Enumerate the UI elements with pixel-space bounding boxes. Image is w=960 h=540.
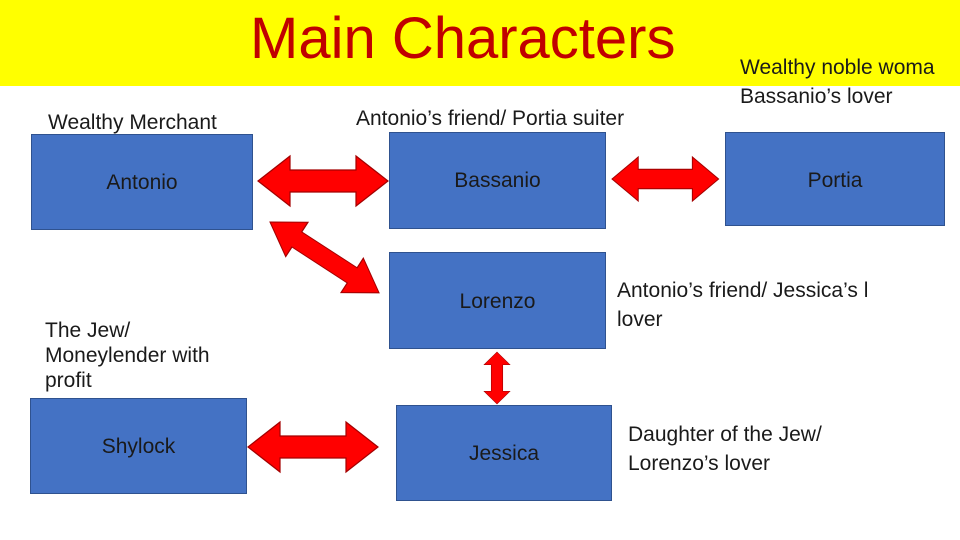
character-name-antonio: Antonio xyxy=(106,171,178,194)
character-box-bassanio: Bassanio xyxy=(389,132,606,229)
arrow-bassanio-portia xyxy=(611,156,720,202)
arrow-antonio-bassanio xyxy=(257,155,389,207)
lorenzo-caption-line1: Antonio’s friend/ Jessica’s l xyxy=(617,279,869,302)
title-bar xyxy=(0,0,960,86)
character-name-bassanio: Bassanio xyxy=(454,169,541,192)
bassanio-caption: Antonio’s friend/ Portia suiter xyxy=(356,107,625,130)
character-name-portia: Portia xyxy=(807,169,863,192)
character-box-lorenzo: Lorenzo xyxy=(389,252,606,349)
character-name-jessica: Jessica xyxy=(468,442,540,465)
character-name-lorenzo: Lorenzo xyxy=(459,290,536,313)
antonio-caption: Wealthy Merchant xyxy=(48,111,217,134)
shylock-caption: The Jew/ Moneylender with profit xyxy=(45,319,210,392)
portia-caption-line1: Wealthy noble woma xyxy=(740,56,935,79)
character-name-shylock: Shylock xyxy=(101,435,176,458)
lorenzo-caption-line2: lover xyxy=(617,308,663,331)
arrow-lorenzo-jessica xyxy=(483,351,511,405)
page-title: Main Characters xyxy=(250,6,676,71)
jessica-caption-line2: Lorenzo’s lover xyxy=(628,452,771,475)
character-box-shylock: Shylock xyxy=(30,398,247,494)
jessica-caption-line1: Daughter of the Jew/ xyxy=(628,423,822,446)
character-box-antonio: Antonio xyxy=(31,134,253,230)
arrow-shylock-jessica xyxy=(247,421,379,473)
character-box-jessica: Jessica xyxy=(396,405,612,501)
arrow-antonio-lorenzo xyxy=(258,204,391,311)
portia-caption-line2: Bassanio’s lover xyxy=(740,85,893,108)
character-box-portia: Portia xyxy=(725,132,945,226)
